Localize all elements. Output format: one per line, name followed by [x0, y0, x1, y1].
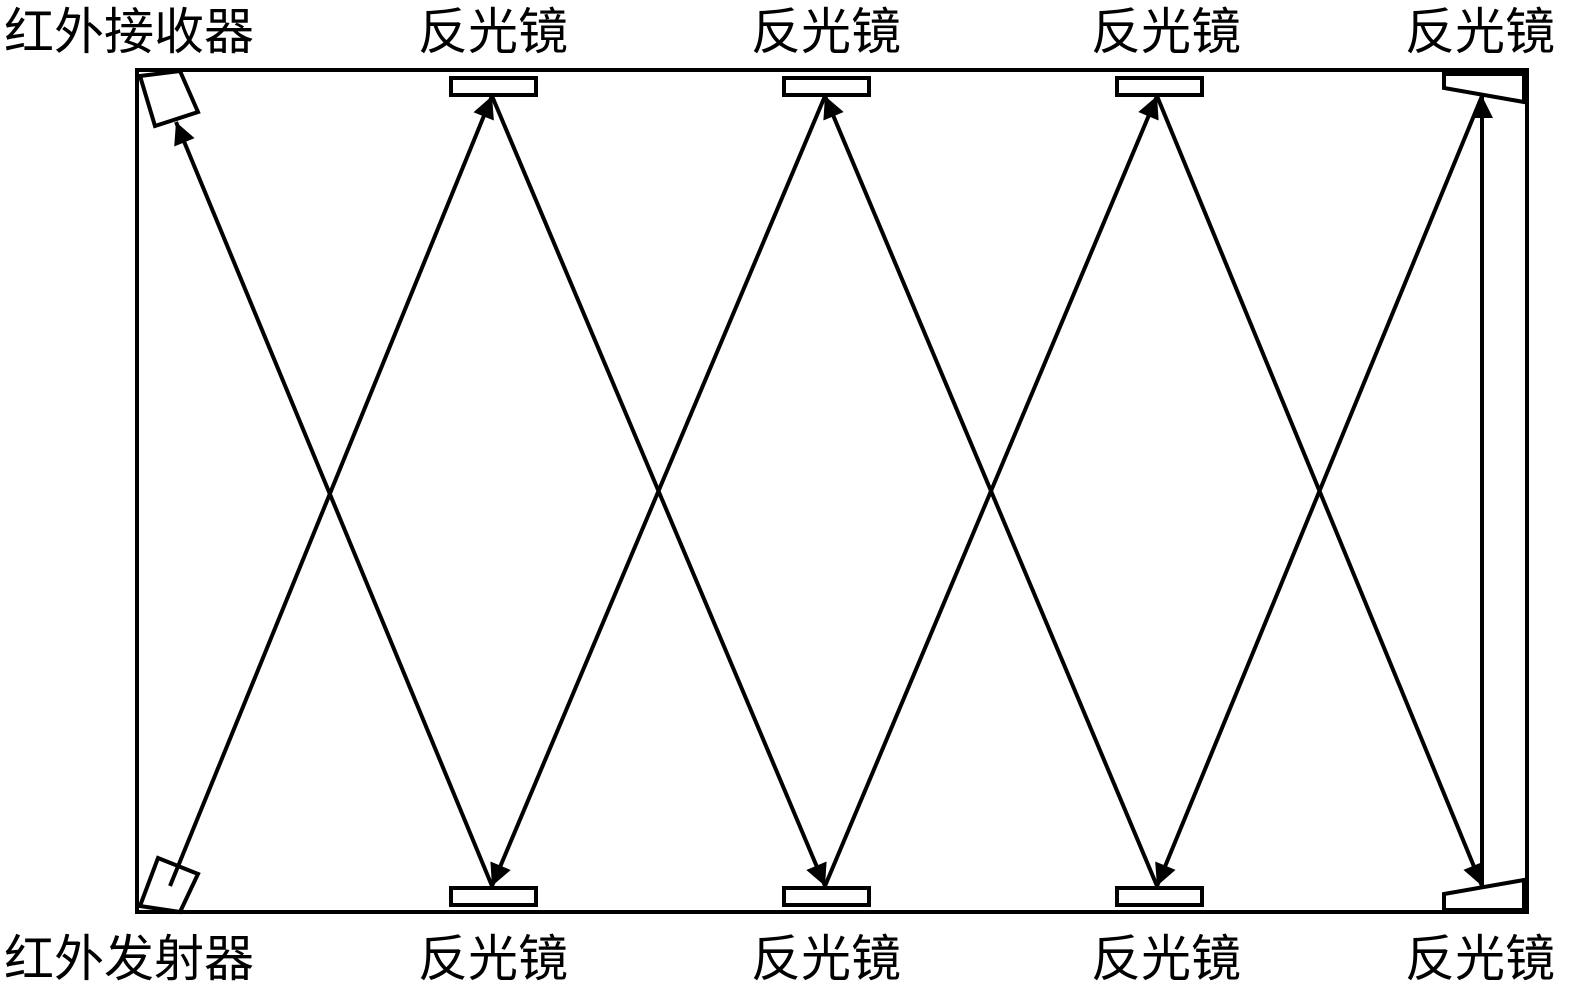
beam-segment-6: [1155, 95, 1484, 887]
beam-segment-1: [168, 95, 494, 887]
bottom-mirror-4-label: 反光镜: [1405, 930, 1555, 988]
bottom-mirror-3-label: 反光镜: [1091, 930, 1241, 988]
receiver-label: 红外接收器: [4, 3, 254, 61]
bottom-mirror-2-label: 反光镜: [751, 930, 901, 988]
enclosure-frame: [135, 68, 1529, 914]
top-mirror-3: [1115, 76, 1204, 97]
bottom-mirror-4: [1442, 877, 1526, 912]
infrared-receiver: [137, 68, 201, 129]
top-mirror-4-label: 反光镜: [1405, 3, 1555, 61]
top-mirror-1: [449, 76, 538, 97]
top-mirror-2: [782, 76, 871, 97]
bottom-mirror-1-label: 反光镜: [418, 930, 568, 988]
top-mirror-2-label: 反光镜: [751, 3, 901, 61]
top-mirror-1-label: 反光镜: [418, 3, 568, 61]
top-mirror-3-label: 反光镜: [1091, 3, 1241, 61]
beam-segment-8: [490, 95, 827, 887]
bottom-mirror-1: [449, 886, 538, 907]
bottom-mirror-2: [782, 886, 871, 907]
top-mirror-4: [1442, 72, 1526, 105]
beam-segment-9: [174, 121, 494, 887]
beam-segment-7: [823, 95, 1159, 887]
emitter-label: 红外发射器: [4, 930, 254, 988]
bottom-mirror-3: [1115, 886, 1204, 907]
